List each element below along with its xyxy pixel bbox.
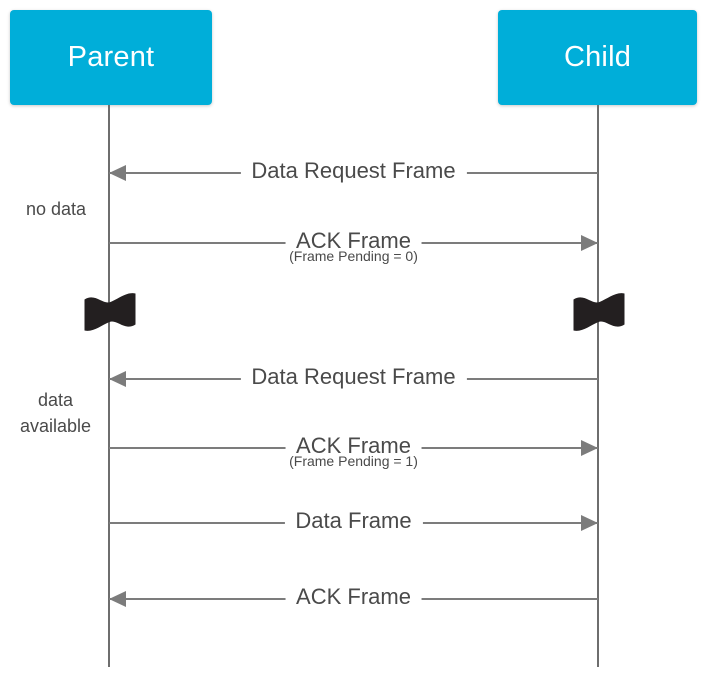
message-label: Data Request Frame (240, 362, 467, 392)
arrowhead-right-icon (581, 440, 598, 456)
message-label: Data Request Frame (240, 156, 467, 186)
arrowhead-left-icon (109, 371, 126, 387)
message-sublabel: (Frame Pending = 0) (289, 248, 418, 264)
break-symbol-parent (83, 291, 137, 333)
note-no-data: no data (25, 199, 87, 219)
arrowhead-left-icon (109, 165, 126, 181)
actor-label-child: Child (563, 41, 632, 73)
message-sublabel: (Frame Pending = 1) (289, 453, 418, 469)
actor-label-parent: Parent (67, 41, 155, 73)
note-data-available: data available (19, 390, 92, 436)
actor-box-parent[interactable]: Parent (10, 10, 212, 105)
arrowhead-left-icon (109, 591, 126, 607)
arrowhead-right-icon (581, 515, 598, 531)
lifeline-child (597, 105, 599, 667)
message-label: ACK Frame (285, 226, 422, 256)
actor-box-child[interactable]: Child (498, 10, 697, 105)
break-symbol-child (572, 291, 626, 333)
message-label: ACK Frame (285, 431, 422, 461)
arrowhead-right-icon (581, 235, 598, 251)
message-label: Data Frame (284, 506, 423, 536)
message-label: ACK Frame (285, 582, 422, 612)
